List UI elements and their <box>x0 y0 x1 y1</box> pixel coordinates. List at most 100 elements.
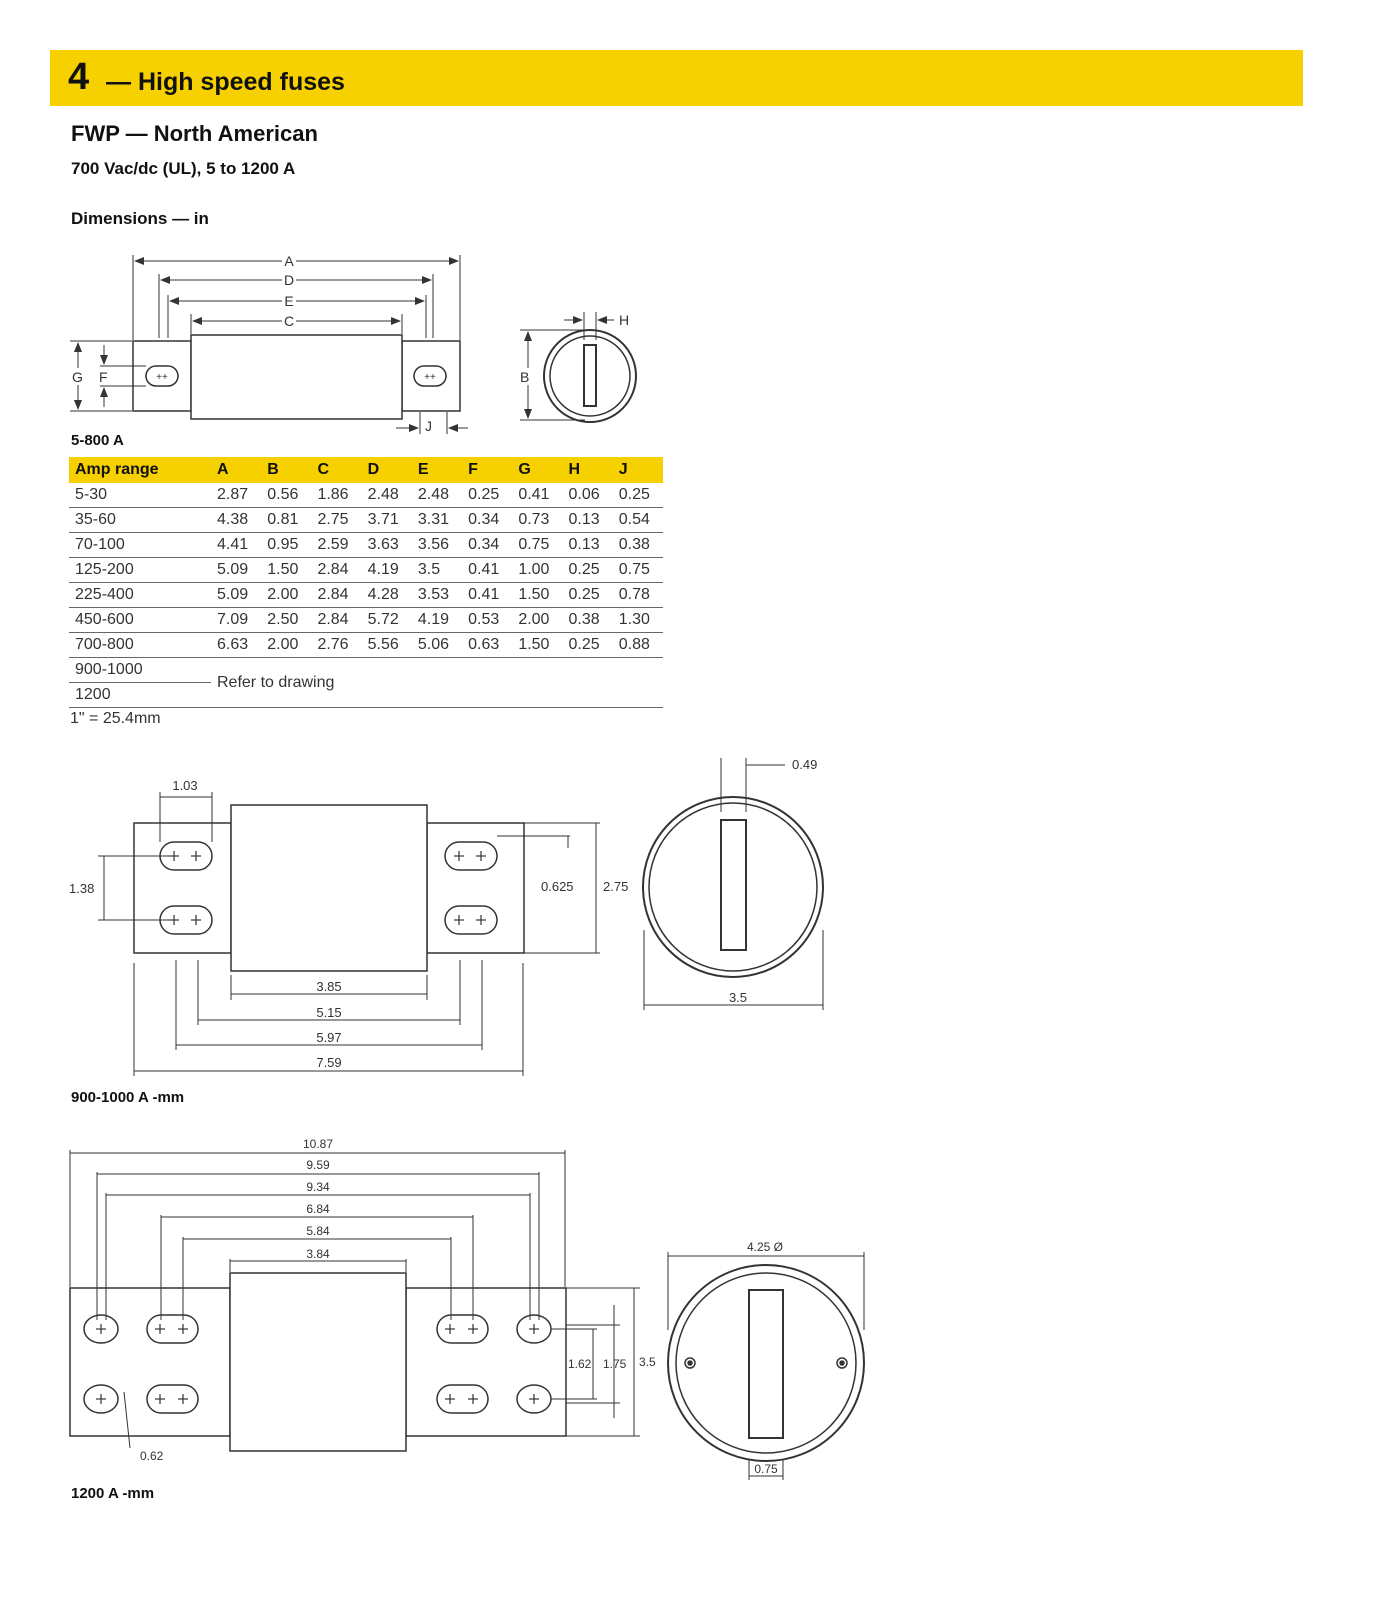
label-d: D <box>284 272 294 288</box>
dimension-cell: 4.19 <box>361 557 412 583</box>
label-g: G <box>72 369 83 385</box>
dim-6-84: 6.84 <box>306 1202 330 1216</box>
dimension-cell: 0.34 <box>462 532 513 558</box>
dimension-cell: 1.50 <box>512 582 563 608</box>
dim-1-03: 1.03 <box>172 778 197 793</box>
dimension-cell: 0.54 <box>612 507 663 533</box>
dim-9-34: 9.34 <box>306 1180 330 1194</box>
dimension-cell: 0.41 <box>462 557 513 583</box>
svg-text:++: ++ <box>424 372 436 383</box>
section-title: — High speed fuses <box>106 68 345 96</box>
caption-900-1000a: 900-1000 A -mm <box>71 1089 185 1106</box>
dimension-cell: 0.75 <box>512 532 563 558</box>
drawing3-labels: 10.87 9.59 9.34 6.84 5.84 3.84 4.25 Ø 1.… <box>140 1137 783 1476</box>
dimension-cell: 2.48 <box>411 483 463 508</box>
dimension-cell: 0.73 <box>512 507 563 533</box>
dimension-cell: 2.00 <box>261 632 312 658</box>
dimension-cell: 2.00 <box>261 582 312 608</box>
dimension-cell: 0.88 <box>612 632 663 658</box>
dimension-cell: 2.84 <box>311 607 362 633</box>
dimension-cell: 5.09 <box>211 582 262 608</box>
dimension-cell: 0.56 <box>261 483 312 508</box>
dimension-cell: 2.76 <box>311 632 362 658</box>
col-h: H <box>562 457 613 483</box>
dimensions-heading: Dimensions — in <box>71 209 209 228</box>
dimension-cell: 0.38 <box>612 532 663 558</box>
dimension-cell: 3.56 <box>411 532 463 558</box>
amp-range-cell: 125-200 <box>69 557 211 583</box>
col-j: J <box>612 457 663 483</box>
dimension-cell: 2.75 <box>311 507 362 533</box>
dim-7-59: 7.59 <box>316 1055 341 1070</box>
dimension-cell: 0.41 <box>512 483 563 508</box>
col-b: B <box>261 457 312 483</box>
caption-5-800a: 5-800 A <box>71 432 124 449</box>
dimension-cell: 0.25 <box>562 557 613 583</box>
dimension-cell: 0.41 <box>462 582 513 608</box>
dimension-cell: 0.25 <box>562 582 613 608</box>
amp-range-cell: 450-600 <box>69 607 211 633</box>
dim-0-49: 0.49 <box>792 757 817 772</box>
label-f: F <box>99 369 108 385</box>
dim-10-87: 10.87 <box>303 1137 333 1151</box>
col-a: A <box>211 457 262 483</box>
dim-3-5: 3.5 <box>729 990 747 1005</box>
dimension-cell: 7.09 <box>211 607 262 633</box>
dimension-cell: 0.25 <box>612 483 663 508</box>
col-c: C <box>311 457 362 483</box>
dimension-cell: 2.84 <box>311 582 362 608</box>
dimension-cell: 0.06 <box>562 483 613 508</box>
col-e: E <box>411 457 463 483</box>
section-number: 4 <box>68 56 90 98</box>
dimension-cell: 3.53 <box>411 582 463 608</box>
label-j: J <box>425 418 432 434</box>
drawing2-labels: 1.03 1.38 0.625 2.75 0.49 3.5 3.85 5.15 … <box>69 757 817 1070</box>
col-f: F <box>462 457 513 483</box>
dimension-cell: 2.48 <box>361 483 412 508</box>
dimension-cell: 0.63 <box>462 632 513 658</box>
dimension-cell: 0.25 <box>562 632 613 658</box>
dim-1-38: 1.38 <box>69 881 94 896</box>
caption-1200a: 1200 A -mm <box>71 1485 155 1502</box>
label-h: H <box>619 312 629 328</box>
unit-footnote: 1" = 25.4mm <box>70 710 161 727</box>
dim-3-85: 3.85 <box>316 979 341 994</box>
table-row: 1200 <box>69 682 663 708</box>
dimension-cell: 2.00 <box>512 607 563 633</box>
dimension-cell: 6.63 <box>211 632 262 658</box>
label-c: C <box>284 313 294 329</box>
dim-0-62: 0.62 <box>140 1449 164 1463</box>
table-header-row: Amp range A B C D E F G H J <box>69 457 663 483</box>
amp-range-cell: 700-800 <box>69 632 211 658</box>
dimension-cell: 2.59 <box>311 532 362 558</box>
section-banner: 4 — High speed fuses <box>50 50 1303 106</box>
amp-range-cell: 70-100 <box>69 532 211 558</box>
svg-text:++: ++ <box>156 372 168 383</box>
dimension-cell: 3.63 <box>361 532 412 558</box>
refer-to-drawing-note: Refer to drawing <box>211 657 663 708</box>
drawing-5-800a: ++ ++ <box>70 255 637 434</box>
dim-2-75: 2.75 <box>603 879 628 894</box>
drawing1-labels: A D E C G F J B H <box>72 253 629 434</box>
dimension-cell: 1.30 <box>612 607 663 633</box>
dimension-cell: 0.75 <box>612 557 663 583</box>
dim-0-75: 0.75 <box>754 1462 778 1476</box>
amp-range-cell: 1200 <box>69 682 211 708</box>
dimension-cell: 0.38 <box>562 607 613 633</box>
dimension-cell: 4.28 <box>361 582 412 608</box>
dim-1-62: 1.62 <box>568 1357 592 1371</box>
dim-9-59: 9.59 <box>306 1158 330 1172</box>
dimension-cell: 0.95 <box>261 532 312 558</box>
dimension-cell: 0.53 <box>462 607 513 633</box>
dimension-cell: 4.19 <box>411 607 463 633</box>
dimension-cell: 3.31 <box>411 507 463 533</box>
dimension-cell: 1.50 <box>512 632 563 658</box>
dimension-cell: 5.09 <box>211 557 262 583</box>
col-d: D <box>361 457 412 483</box>
